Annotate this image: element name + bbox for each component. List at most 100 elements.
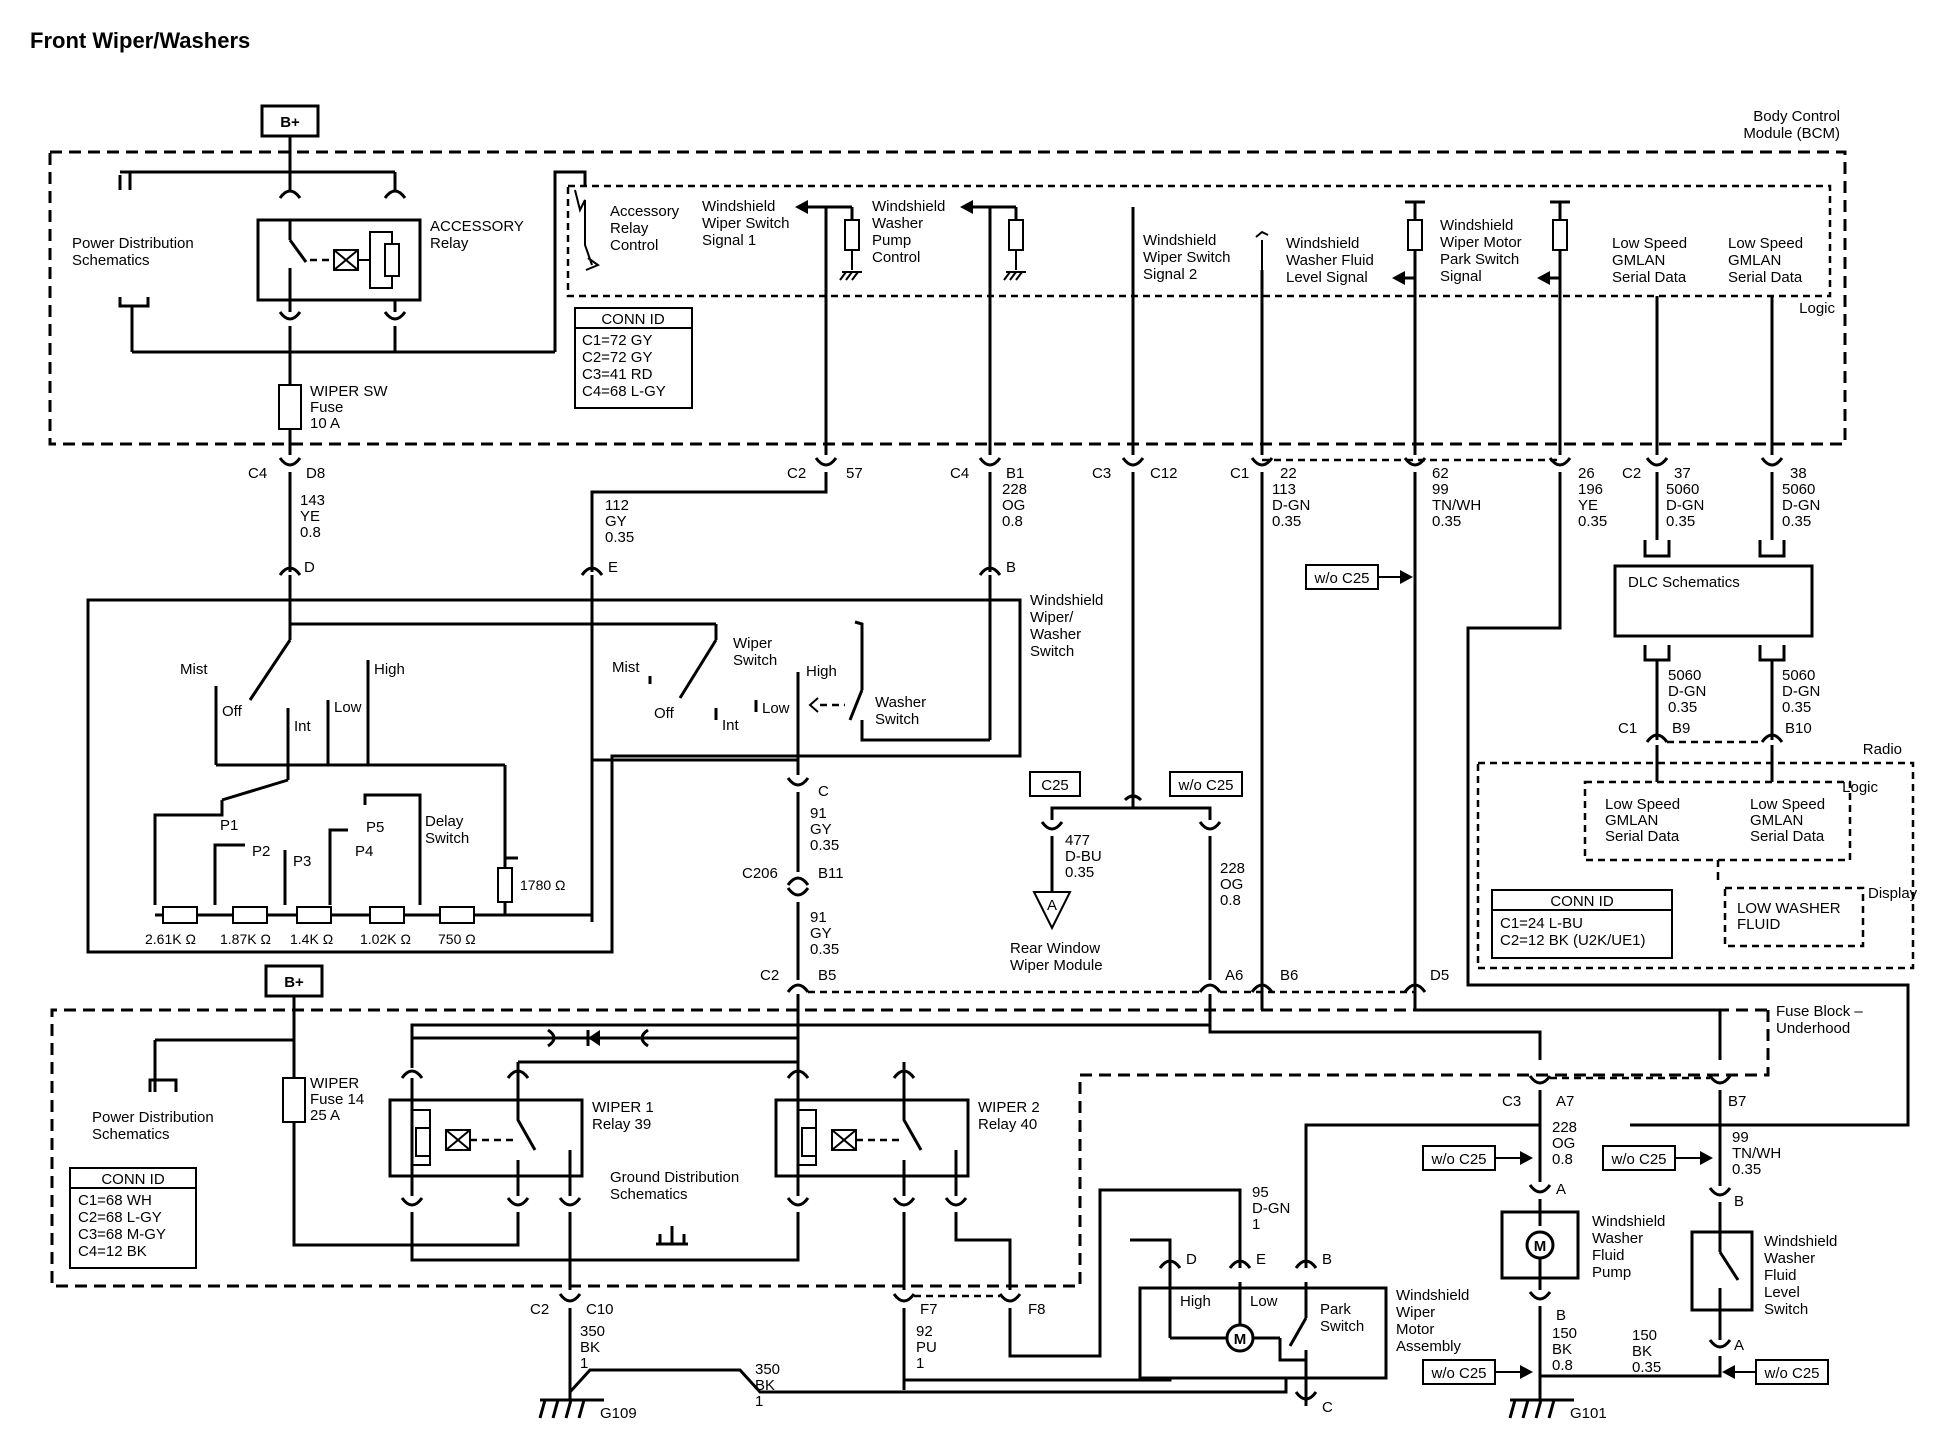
wire-label: GY [810, 925, 832, 942]
radio-display-label: Display [1868, 885, 1918, 902]
pin-label: C2 [787, 465, 806, 482]
wire-label: YE [1578, 497, 1598, 514]
pin-label: B [1556, 1307, 1566, 1324]
park-switch-label: Park [1320, 1301, 1351, 1318]
bcm-conn-id-row: C2=72 GY [582, 349, 652, 366]
pin-label: A6 [1225, 967, 1243, 984]
pin-label: 62 [1432, 465, 1449, 482]
gmlan1-label-3: Serial Data [1612, 269, 1687, 286]
resistor-value: 750 Ω [438, 931, 476, 947]
wire-label: 91 [810, 805, 827, 822]
wo-c25-label: w/o C25 [1430, 1365, 1486, 1382]
washer-fluid-level-switch [1690, 1230, 1754, 1312]
pin-label: C2 [760, 967, 779, 984]
pin-label: 57 [846, 465, 863, 482]
resistor-value: 1.02K Ω [360, 931, 411, 947]
fuse-conn-id-title: CONN ID [101, 1171, 165, 1188]
wire-label: 228 [1220, 860, 1245, 877]
ws-pump-control-label-1: Windshield [872, 198, 945, 215]
switch-label: Windshield [1030, 592, 1103, 609]
delay-position-label: P2 [252, 843, 270, 860]
ground-g109-label: G109 [600, 1405, 637, 1422]
switch-position-label: Off [654, 705, 675, 722]
ws-pump-control-label-4: Control [872, 249, 920, 266]
wire-label: 0.8 [1220, 892, 1241, 909]
ws-signal1-label-3: Signal 1 [702, 232, 756, 249]
wire-label: D-GN [1666, 497, 1704, 514]
gmlan1-label-1: Low Speed [1612, 235, 1687, 252]
wire-label: 99 [1732, 1129, 1749, 1146]
wire-label: 143 [300, 492, 325, 509]
bcm-logic-label: Logic [1799, 300, 1835, 317]
bcm-logic-boundary [566, 184, 1832, 298]
radio-conn-id-title: CONN ID [1550, 893, 1614, 910]
wire-label: 0.8 [1552, 1151, 1573, 1168]
radio-boundary [1476, 761, 1915, 970]
fuse-conn-id-row: C4=12 BK [78, 1243, 147, 1260]
delay-position-label: P1 [220, 817, 238, 834]
radio-logic-label: Logic [1842, 779, 1878, 796]
wire-label: 5060 [1666, 481, 1699, 498]
bplus-box-bottom [264, 964, 324, 998]
switch-position-label: Int [294, 718, 312, 735]
acc-relay-control-label-1: Accessory [610, 203, 680, 220]
offpage-a-triangle [1032, 891, 1072, 931]
diagram-title: Front Wiper/Washers [30, 28, 250, 53]
switch-position-label: Off [222, 703, 243, 720]
ws-signal1-label-2: Wiper Switch [702, 215, 790, 232]
pds-bottom-label: Schematics [92, 1126, 170, 1143]
switch-label: Washer [1030, 626, 1081, 643]
wire-label: D-BU [1065, 848, 1102, 865]
wiper-sw-fuse-label-1: WIPER SW [310, 383, 388, 400]
ground-dist-label: Ground Distribution [610, 1169, 739, 1186]
wire-label: OG [1002, 497, 1025, 514]
switch-position-label: Int [722, 717, 740, 734]
radio-conn-id-box [1491, 889, 1673, 959]
ws-park-label-1: Windshield [1440, 217, 1513, 234]
level-switch-label: Windshield [1764, 1233, 1837, 1250]
wire-label: 0.35 [1432, 513, 1461, 530]
ws-signal2-label-3: Signal 2 [1143, 266, 1197, 283]
wire-label: 0.35 [1668, 699, 1697, 716]
pin-label: D [304, 559, 315, 576]
pin-label: C1 [1230, 465, 1249, 482]
washer-pump-label: Fluid [1592, 1247, 1625, 1264]
delay-position-label: P3 [293, 853, 311, 870]
wo-c25-label: w/o C25 [1430, 1151, 1486, 1168]
wiper-fuse14-label: 25 A [310, 1107, 340, 1124]
wire-label: 5060 [1782, 667, 1815, 684]
resistor [369, 906, 405, 924]
pds-bottom-label: Power Distribution [92, 1109, 214, 1126]
gmlan2-label-3: Serial Data [1728, 269, 1803, 286]
pin-label: B6 [1280, 967, 1298, 984]
wire-label: 1 [580, 1355, 588, 1372]
low-washer-fluid-label: FLUID [1737, 916, 1781, 933]
low-washer-display [1723, 886, 1865, 948]
radio-gmlan1-label: Serial Data [1605, 828, 1680, 845]
switch-position-label: High [374, 661, 405, 678]
wiper-fuse14-label: WIPER [310, 1075, 359, 1092]
wire-label: 228 [1552, 1119, 1577, 1136]
switch-position-label: Mist [180, 661, 208, 678]
switch-position-label: Low [334, 699, 362, 716]
switch-position-label: Low [762, 700, 790, 717]
wiper-motor-label: Windshield [1396, 1287, 1469, 1304]
pin-label: C10 [586, 1301, 614, 1318]
pump-m-label: M [1534, 1238, 1547, 1255]
switch-label: Wiper/ [1030, 609, 1074, 626]
wire-label: 0.35 [1632, 1359, 1661, 1376]
resistor-value: 1780 Ω [520, 877, 566, 893]
wire-label: BK [755, 1377, 775, 1394]
pin-label: A [1734, 1337, 1744, 1354]
pin-label: A [1556, 1181, 1566, 1198]
pds-top-label-1: Power Distribution [72, 235, 194, 252]
bcm-conn-id-row: C1=72 GY [582, 332, 652, 349]
resistor-1780 [497, 867, 513, 903]
pin-label: D8 [306, 465, 325, 482]
resistor-value: 1.4K Ω [290, 931, 333, 947]
radio-conn-id-row: C1=24 L-BU [1500, 915, 1583, 932]
ws-signal2-label-1: Windshield [1143, 232, 1216, 249]
motor-high-label: High [1180, 1293, 1211, 1310]
ground-g101-label: G101 [1570, 1405, 1607, 1422]
